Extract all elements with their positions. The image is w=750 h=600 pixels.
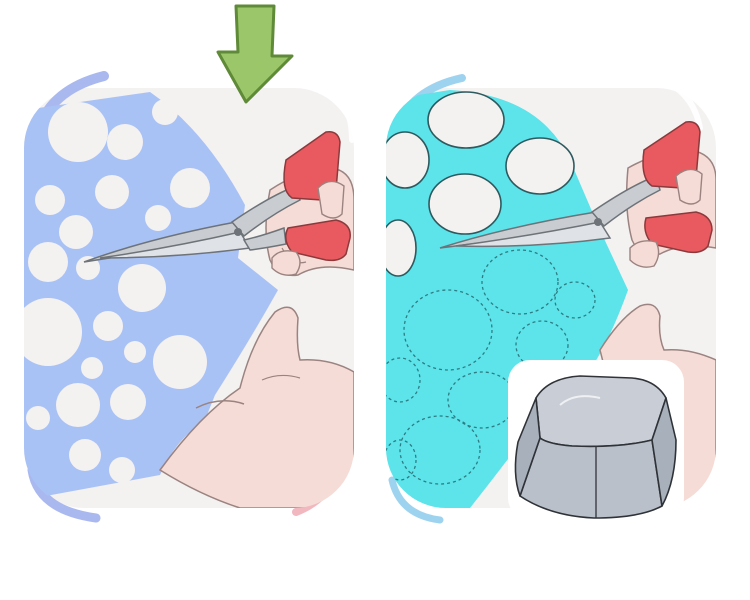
left-holding-hand <box>158 306 354 508</box>
keycap-icon <box>514 375 677 519</box>
keycap-inset <box>508 360 684 520</box>
paper-dots <box>24 99 210 483</box>
scissors-icon-right <box>439 120 713 254</box>
outlined-circles <box>386 91 575 277</box>
right-accent-stroke-bottom <box>388 476 444 524</box>
dashed-circles <box>386 249 596 485</box>
left-panel <box>24 71 355 523</box>
down-arrow-icon <box>216 4 294 104</box>
